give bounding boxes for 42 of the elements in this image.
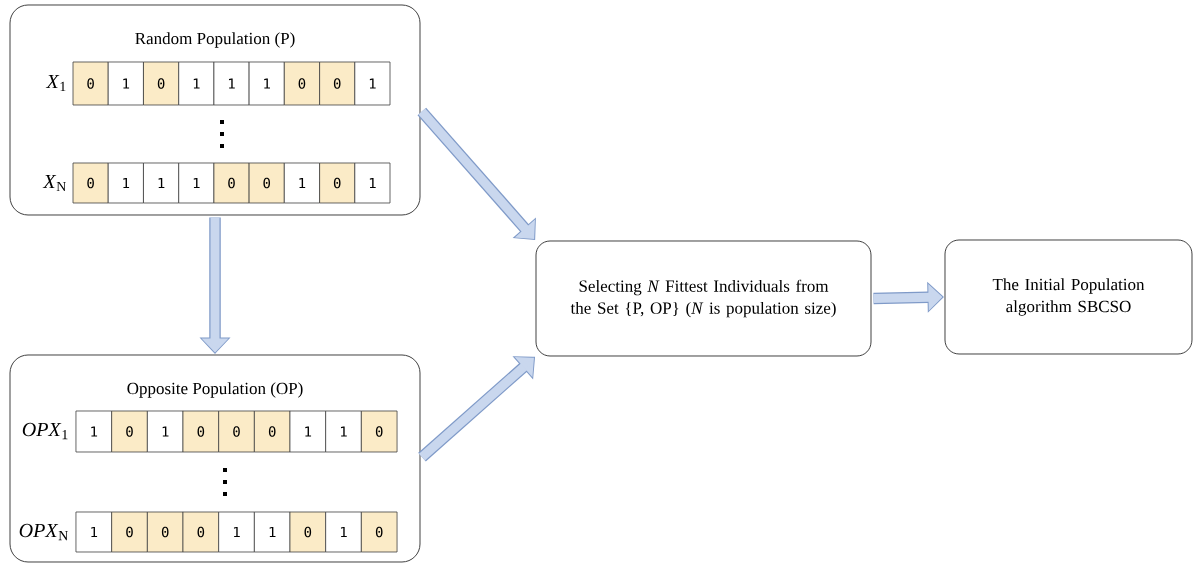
bit-cell: 0 (182, 511, 220, 553)
bit-cell: 0 (283, 61, 320, 106)
bit-cell: 1 (178, 61, 215, 106)
bit-cell: 0 (253, 410, 291, 453)
bit-cell: 1 (146, 410, 184, 453)
bit-cell: 0 (146, 511, 184, 553)
bit-cell: 1 (283, 162, 320, 204)
bit-cell: 1 (213, 61, 250, 106)
row-label: X$_{N}$ (42, 174, 66, 192)
bit-cell: 0 (213, 162, 250, 204)
bit-cell: 1 (289, 410, 327, 453)
bit-cell: 1 (248, 61, 285, 106)
process-box: Selecting N Fittest Individuals from the Set {P, OP} (N is population size) (535, 240, 872, 357)
bit-cell: 1 (143, 162, 180, 204)
row-label: OPX$_{1}$ (22, 422, 68, 440)
bit-cell: 1 (253, 511, 291, 553)
bit-cell: 0 (289, 511, 327, 553)
bit-cell: 0 (72, 162, 109, 204)
bit-cell: 0 (72, 61, 109, 106)
row-label: OPX$_{N}$ (19, 523, 68, 541)
bit-cell: 1 (75, 410, 113, 453)
bit-cell: 0 (319, 162, 356, 204)
bit-cell: 1 (325, 410, 362, 453)
bit-cell: 1 (75, 511, 113, 553)
bit-cell: 1 (107, 162, 144, 204)
process-box: The Initial Population algorithm SBCSO (944, 239, 1193, 355)
bit-cell: 1 (218, 511, 255, 553)
bit-cell: 0 (248, 162, 285, 204)
bit-cell: 0 (182, 410, 220, 453)
bit-cell: 1 (178, 162, 215, 204)
row-label: X$_{1}$ (45, 74, 66, 92)
bit-cell: 0 (111, 511, 148, 553)
bit-cell: 1 (325, 511, 362, 553)
bit-cell: 0 (360, 410, 398, 453)
bit-cell: 0 (111, 410, 148, 453)
bit-cell: 1 (354, 162, 391, 204)
bit-cell: 1 (354, 61, 391, 106)
bit-cell: 1 (107, 61, 144, 106)
bit-cell: 0 (319, 61, 356, 106)
bit-cell: 0 (360, 511, 398, 553)
bit-cell: 0 (143, 61, 180, 106)
bit-cell: 0 (218, 410, 255, 453)
